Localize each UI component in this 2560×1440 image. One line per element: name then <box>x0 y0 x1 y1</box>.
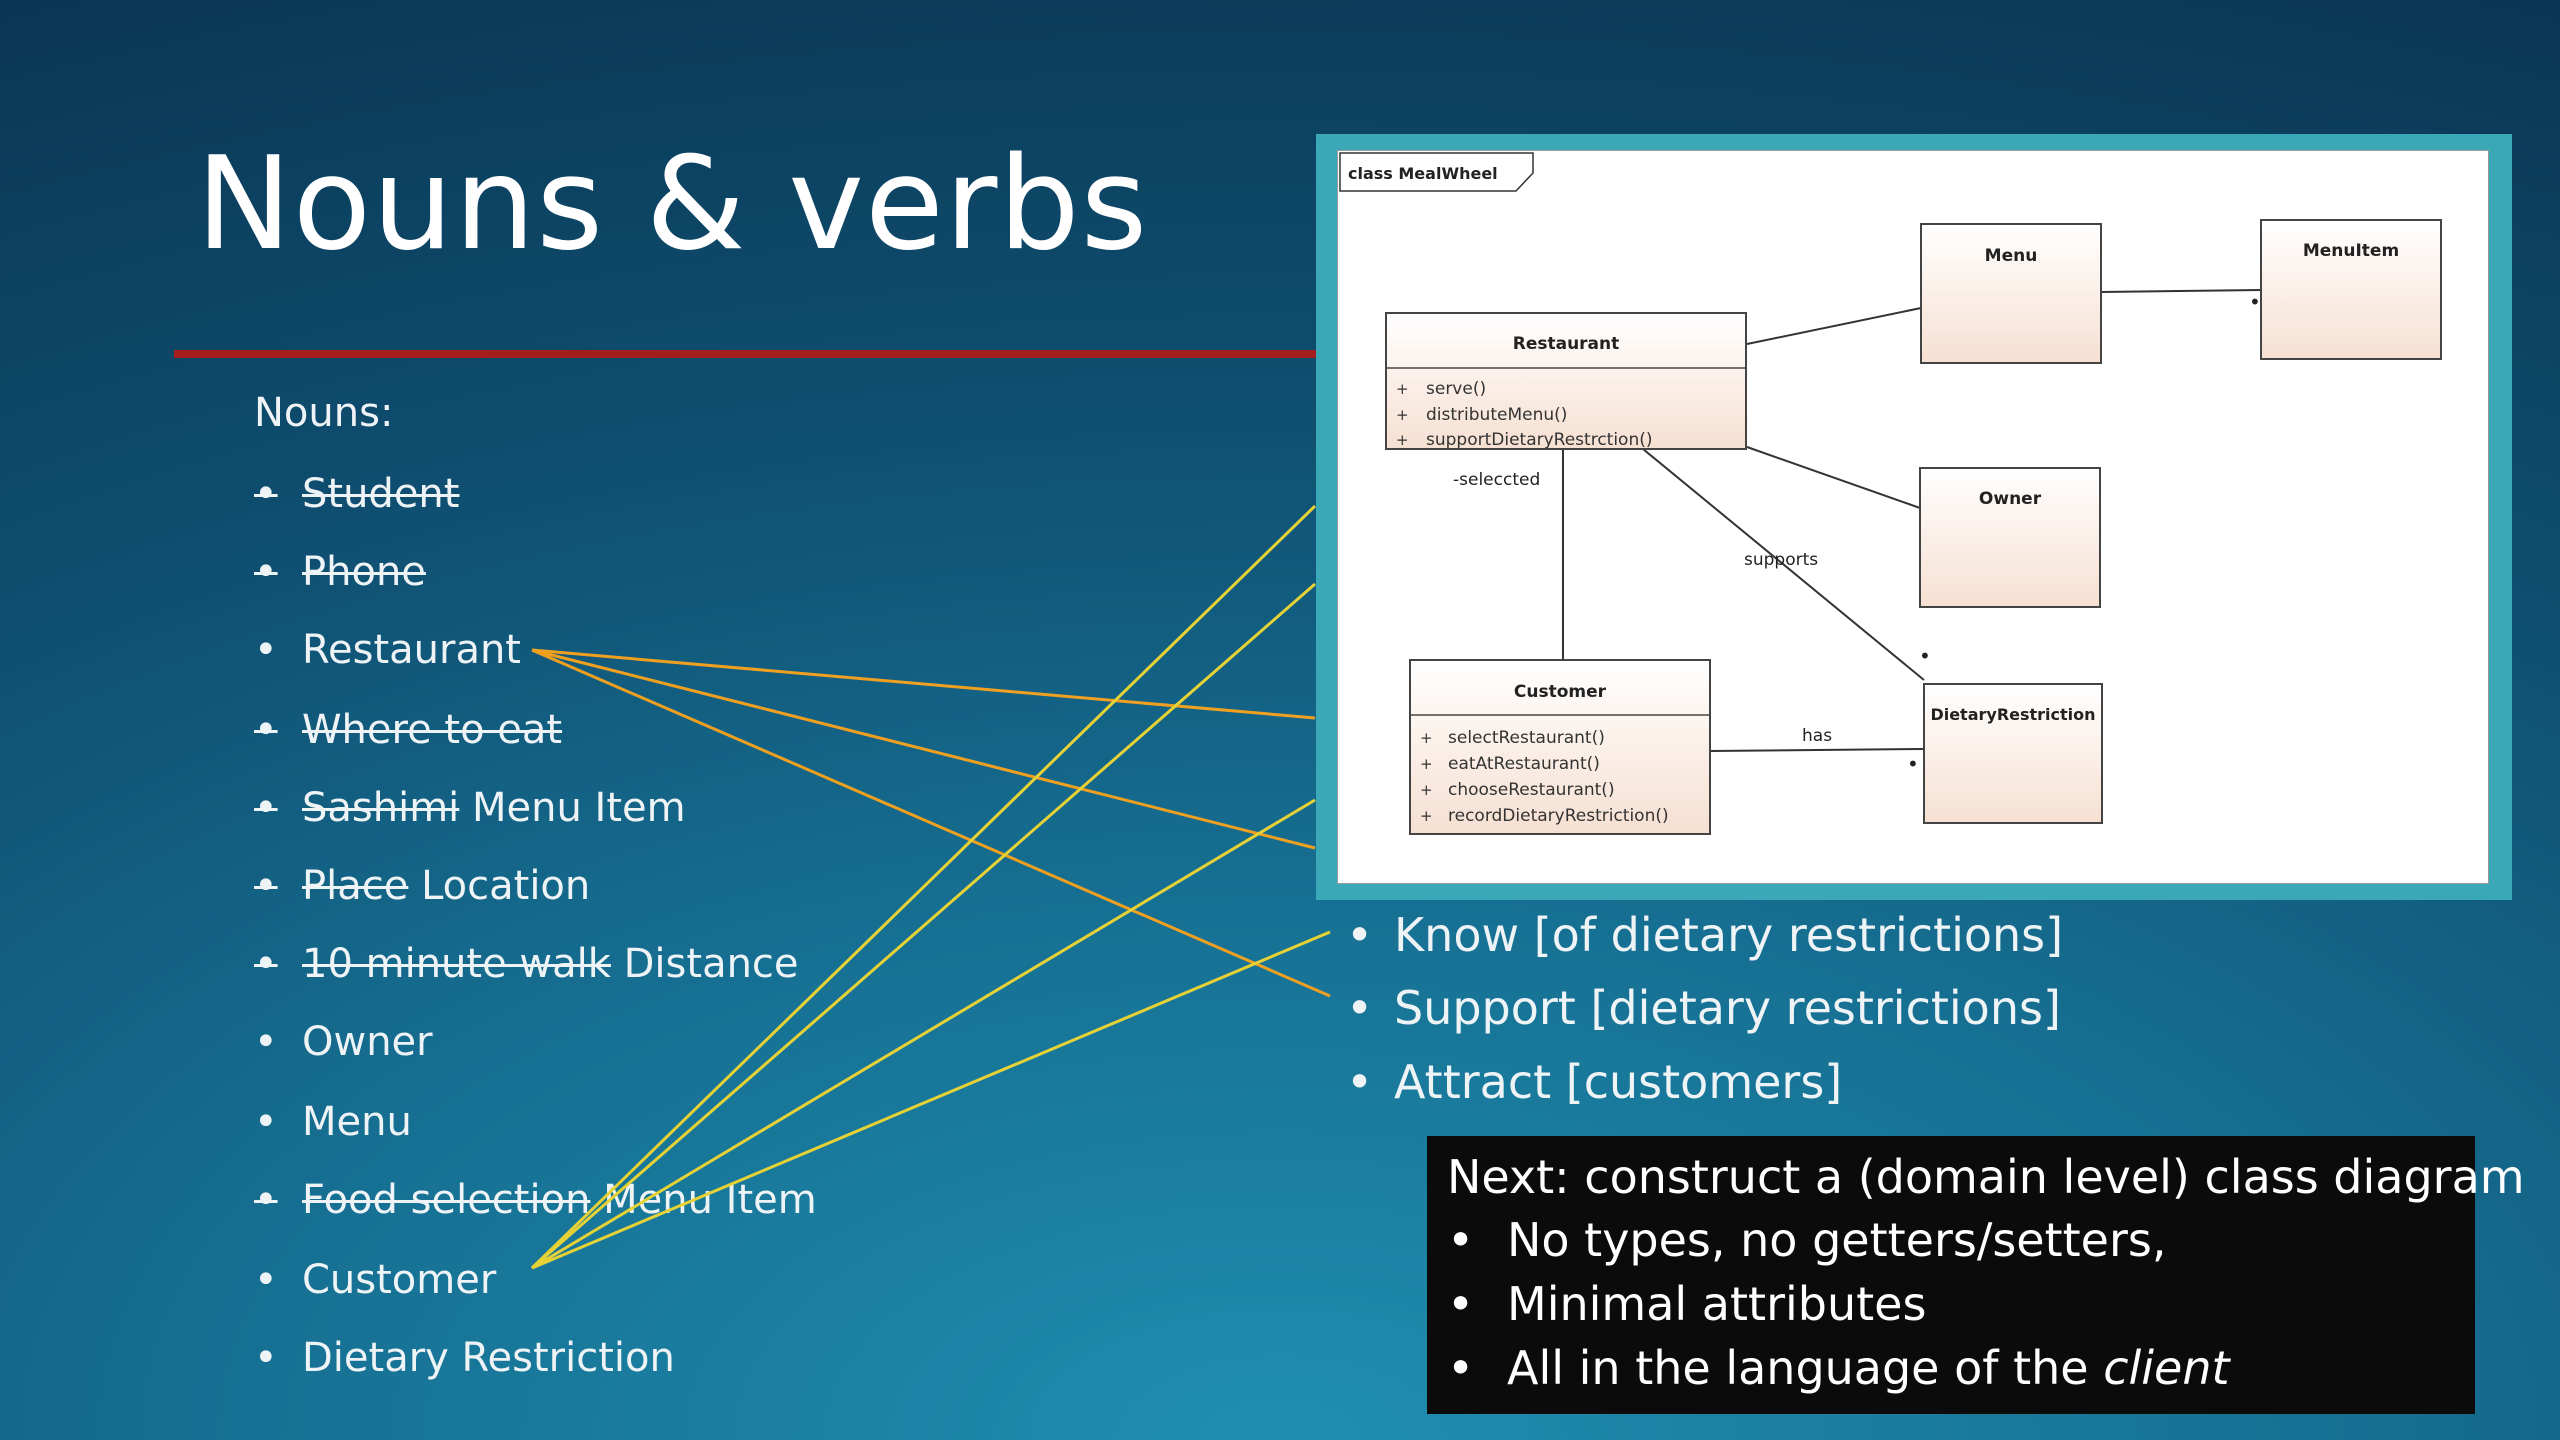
nouns-heading: Nouns: <box>254 390 394 436</box>
frame-label: class MealWheel <box>1348 164 1498 183</box>
bullet: • <box>1447 1277 1475 1331</box>
next-point-minimal-attributes: •Minimal attributes <box>1447 1272 2475 1336</box>
class-dietary-name: DietaryRestriction <box>1930 705 2095 724</box>
bullet: • <box>254 785 278 831</box>
op-visibility: + <box>1396 431 1409 449</box>
bullet: • <box>1346 908 1374 962</box>
assoc-restaurant-dietary <box>1642 448 1925 681</box>
noun-item-menu: •Menu <box>254 1099 412 1145</box>
label-supports: supports <box>1744 550 1818 570</box>
bullet: • <box>254 941 278 987</box>
class-restaurant: Restaurant + serve() + distributeMenu() … <box>1385 312 1747 450</box>
class-menu-name: Menu <box>1985 246 2038 266</box>
noun-item-menu-item: •Sashimi Menu Item <box>254 785 686 831</box>
multiplicity-dietary-supports: • <box>1919 644 1931 668</box>
restaurant-links <box>531 648 1331 998</box>
link-customer-1 <box>530 504 1317 1270</box>
bullet: • <box>254 863 278 909</box>
op-choose-restaurant: chooseRestaurant() <box>1448 780 1615 800</box>
class-customer-name: Customer <box>1514 682 1607 702</box>
noun-item-phone: •Phone <box>254 549 426 595</box>
noun-item-where-to-eat: •Where to eat <box>254 707 563 753</box>
title-divider <box>174 350 1324 358</box>
slide-title: Nouns & verbs <box>196 130 1149 279</box>
class-menu: Menu <box>1920 223 2102 364</box>
bullet: • <box>254 1019 278 1065</box>
op-visibility: + <box>1420 781 1433 799</box>
assoc-restaurant-menu <box>1746 307 1922 345</box>
op-visibility: + <box>1420 729 1433 747</box>
bullet: • <box>254 707 278 753</box>
class-diagram: class MealWheel • • • -seleccted support… <box>1337 150 2489 884</box>
class-owner-name: Owner <box>1979 489 2042 509</box>
link-customer-2 <box>531 582 1316 1270</box>
bullet: • <box>254 1099 278 1145</box>
class-menuitem: MenuItem <box>2260 219 2442 360</box>
noun-item-restaurant: •Restaurant <box>254 627 521 673</box>
frame-tab: class MealWheel <box>1339 152 1534 192</box>
verb-item-attract: •Attract [customers] <box>1346 1055 1843 1109</box>
op-support-dietary: supportDietaryRestrction() <box>1426 430 1653 450</box>
next-point-client-language: •All in the language of the client <box>1447 1336 2475 1400</box>
bullet: • <box>254 1335 278 1381</box>
assoc-customer-dietary <box>1709 748 1926 752</box>
associations <box>1562 289 2262 752</box>
noun-item-student: •Student <box>254 471 460 517</box>
noun-item-customer: •Customer <box>254 1257 497 1303</box>
link-customer-know <box>531 930 1331 1270</box>
label-selected: -seleccted <box>1453 470 1540 490</box>
class-restaurant-name: Restaurant <box>1513 334 1620 354</box>
op-visibility: + <box>1420 807 1433 825</box>
link-restaurant-support <box>531 648 1331 998</box>
op-distribute-menu: distributeMenu() <box>1426 405 1567 425</box>
assoc-menu-menuitem <box>2100 289 2262 293</box>
class-diagram-svg: class MealWheel • • • -seleccted support… <box>1339 152 2442 835</box>
op-select-restaurant: selectRestaurant() <box>1448 728 1605 748</box>
bullet: • <box>1447 1341 1475 1395</box>
verb-item-know: •Know [of dietary restrictions] <box>1346 908 2064 962</box>
class-dietary-restriction: DietaryRestriction <box>1923 683 2103 824</box>
op-visibility: + <box>1420 755 1433 773</box>
bullet: • <box>254 471 278 517</box>
noun-item-distance: •10 minute walk Distance <box>254 941 799 987</box>
next-point-no-types: •No types, no getters/setters, <box>1447 1208 2475 1272</box>
noun-item-location: •Place Location <box>254 863 591 909</box>
op-record-dietary: recordDietaryRestriction() <box>1448 806 1669 826</box>
multiplicity-dietary-has: • <box>1907 752 1919 776</box>
bullet: • <box>254 1257 278 1303</box>
bullet: • <box>254 627 278 673</box>
label-has: has <box>1802 726 1832 746</box>
multiplicity-menuitem: • <box>2249 290 2261 314</box>
link-restaurant-2 <box>531 648 1316 850</box>
op-eat-at-restaurant: eatAtRestaurant() <box>1448 754 1600 774</box>
bullet: • <box>1447 1213 1475 1267</box>
bullet: • <box>254 1177 278 1223</box>
op-serve: serve() <box>1426 379 1486 399</box>
bullet: • <box>1346 1055 1374 1109</box>
class-menuitem-name: MenuItem <box>2303 241 2399 261</box>
noun-item-dietary-restriction: •Dietary Restriction <box>254 1335 675 1381</box>
op-visibility: + <box>1396 380 1409 398</box>
bullet: • <box>1346 981 1374 1035</box>
link-restaurant-1 <box>531 648 1316 720</box>
bullet: • <box>254 549 278 595</box>
op-visibility: + <box>1396 406 1409 424</box>
noun-item-owner: •Owner <box>254 1019 433 1065</box>
next-steps-box: Next: construct a (domain level) class d… <box>1427 1136 2525 1414</box>
class-customer: Customer + selectRestaurant() + eatAtRes… <box>1409 659 1711 835</box>
customer-links <box>530 504 1331 1270</box>
link-customer-3 <box>531 798 1316 1270</box>
assoc-restaurant-owner <box>1746 446 1921 509</box>
noun-item-food-selection: •Food selection Menu Item <box>254 1177 817 1223</box>
class-owner: Owner <box>1919 467 2101 608</box>
next-heading: Next: construct a (domain level) class d… <box>1447 1150 2525 1204</box>
verb-item-support: •Support [dietary restrictions] <box>1346 981 2061 1035</box>
